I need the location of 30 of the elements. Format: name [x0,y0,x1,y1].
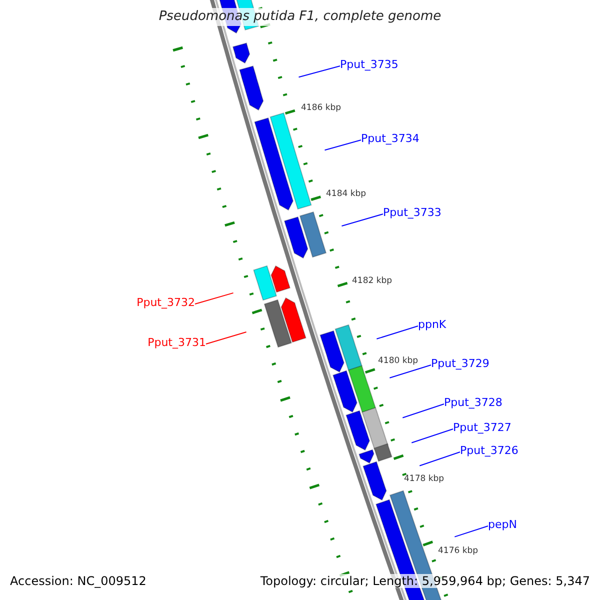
leader-line [454,526,488,538]
gene-label: Pput_3728 [444,396,502,410]
gene-label: Pput_3733 [383,206,442,220]
gene-label: Pput_3735 [340,58,398,72]
leader-line [194,292,234,304]
gene-label: Pput_3732 [136,296,195,310]
position-label: 4184 kbp [326,189,366,199]
genome-info-label: Topology: circular; Length: 5,959,964 bp; Genes: 5,347 [258,574,592,588]
leader-line [324,140,362,151]
gene-label: ppnK [418,318,446,332]
leader-line [389,364,432,378]
leader-line [298,66,340,78]
position-label: 4176 kbp [438,546,478,556]
leader-line [419,452,460,466]
leader-line [206,332,247,344]
leader-line [376,326,418,340]
position-label: 4186 kbp [301,103,342,113]
leader-line [402,404,444,418]
gene-label: Pput_3727 [453,421,512,435]
leader-line [341,214,384,227]
gene-label: pepN [488,518,517,532]
accession-label: Accession: NC_009512 [8,574,148,588]
position-label: 4178 kbp [404,474,444,484]
gene-label: Pput_3726 [460,444,518,458]
gene-label: Pput_3731 [148,336,206,350]
leader-line [411,428,454,444]
position-label: 4182 kbp [352,276,392,286]
gene-label: Pput_3734 [361,132,420,146]
gene-label: Pput_3729 [431,357,490,371]
position-label: 4180 kbp [378,356,418,366]
